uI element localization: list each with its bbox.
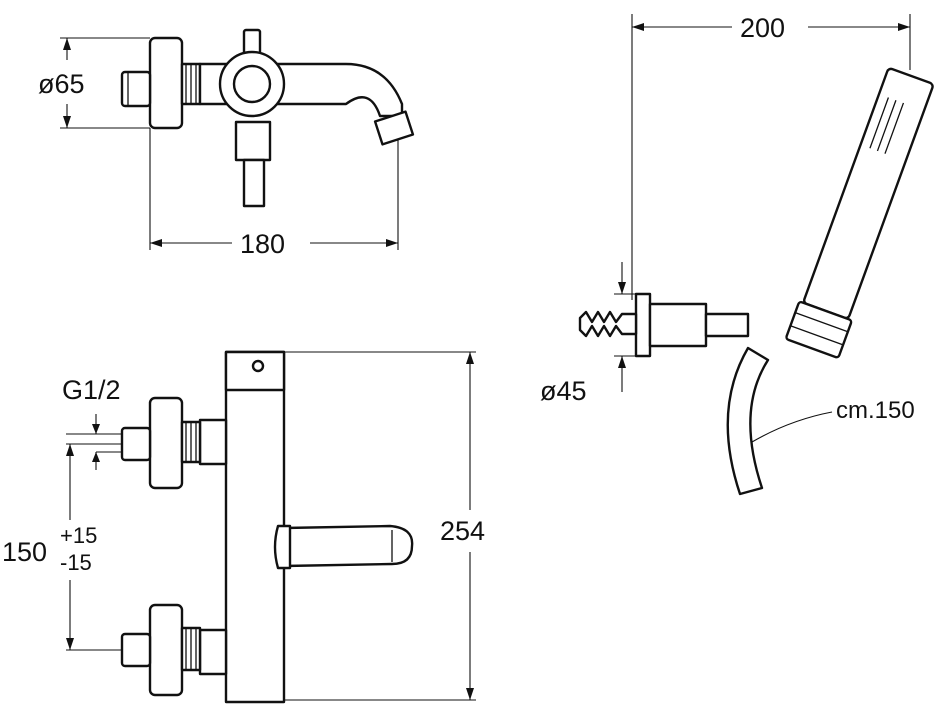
front-diverter-button <box>251 359 265 373</box>
front-upper-arm <box>198 418 228 466</box>
dim-holder-diameter: ø45 <box>540 376 587 406</box>
top-lever-base <box>234 120 272 162</box>
front-lower-nut <box>120 632 152 668</box>
front-spout <box>282 524 414 568</box>
shower-hose <box>726 346 770 496</box>
holder-wall-flange <box>634 292 652 358</box>
mixer-top-view: ø65 180 <box>38 28 415 259</box>
top-inlet-nut <box>120 70 152 108</box>
dim-spout-diameter: ø65 <box>38 69 85 99</box>
front-lower-flange <box>148 603 184 697</box>
front-upper-flange <box>148 396 184 490</box>
dim-center-distance: 150 <box>2 537 47 567</box>
dim-spout-length: 180 <box>240 229 285 259</box>
dim-mixer-height: 254 <box>440 516 485 546</box>
dim-connection-thread: G1/2 <box>62 375 121 405</box>
top-spout-tip <box>373 110 415 146</box>
top-lever-handle <box>242 158 266 208</box>
dim-center-tolerance-minus: -15 <box>60 550 92 575</box>
front-upper-nut <box>120 426 152 462</box>
mixer-front-view: G1/2 150 +15 -15 254 <box>2 350 485 704</box>
top-spout-pipe <box>266 62 404 118</box>
top-wall-flange <box>148 36 184 130</box>
dim-handshower-length: 200 <box>740 13 785 43</box>
shower-handle-body <box>803 67 934 320</box>
handshower-view: 200 ø45 cm.150 <box>540 13 934 496</box>
dim-center-tolerance-plus: +15 <box>60 523 97 548</box>
front-mixer-body <box>224 350 286 704</box>
holder-arm <box>648 302 708 348</box>
front-lower-arm <box>198 628 228 676</box>
holder-screw <box>578 310 638 338</box>
top-diverter-inner <box>232 64 272 104</box>
top-diverter-knob <box>242 28 262 56</box>
front-spout-collar <box>273 524 292 570</box>
dim-hose-length: cm.150 <box>836 397 915 424</box>
holder-neck <box>704 312 750 338</box>
